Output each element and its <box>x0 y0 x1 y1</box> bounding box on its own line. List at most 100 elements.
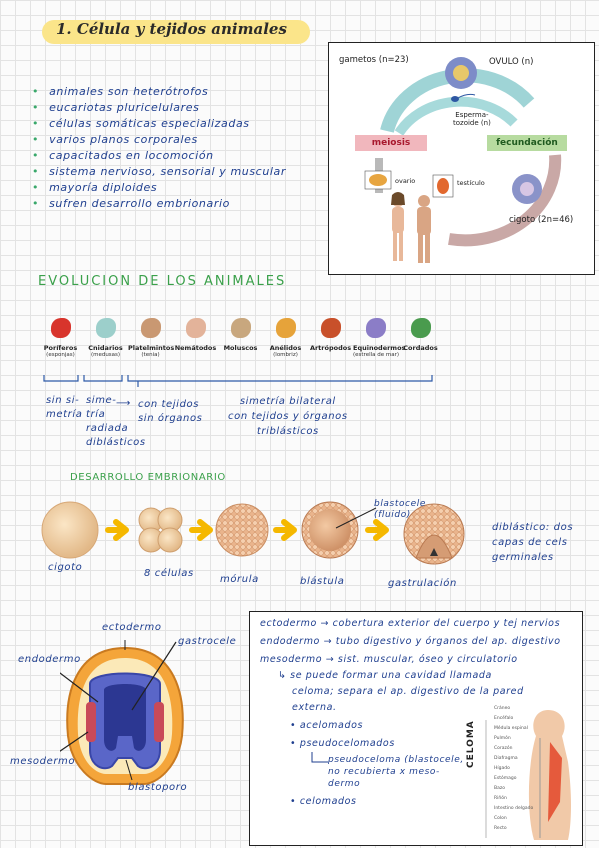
blastoporo-label: blastoporo <box>128 782 188 793</box>
gastrula-invagination <box>415 534 453 559</box>
gastrula-embryo <box>403 503 465 565</box>
torso-organ-label: Pulmón <box>494 736 511 741</box>
evolucion-heading: EVOLUCION DE LOS ANIMALES <box>38 274 287 289</box>
animal-name: Equinodermos <box>353 344 406 352</box>
animal-common-name: (tenia) <box>141 352 160 358</box>
life-cycle-graphic <box>364 57 562 263</box>
pseudo-connector <box>311 752 328 763</box>
animal-platelmintos: Platelmintos(tenia) <box>128 318 175 358</box>
cigoto-nucleus <box>520 182 534 196</box>
torso-organ-label: Encéfalo <box>494 716 514 721</box>
stage-label-8-celulas: 8 células <box>144 568 194 579</box>
arrow-2 <box>189 519 213 541</box>
gastrocele-label: gastrocele <box>178 636 237 647</box>
torso-organ-label: Hígado <box>494 766 510 771</box>
bracket-cnidaria <box>83 375 123 382</box>
note-cavidad-1: ↳ se puede formar una cavidad llamada <box>278 670 492 681</box>
animal-nematodos: Nemátodos <box>173 318 218 352</box>
note-cavidad-2: celoma; separa el ap. digestivo de la pa… <box>292 686 524 697</box>
con-tejidos-note: con tejidos sin órganos <box>138 399 203 424</box>
gastrocele-cavity <box>104 684 146 751</box>
diblastico-note: diblástico: dos capas de cels germinales <box>492 522 574 563</box>
ovario-label: ovario <box>395 177 416 185</box>
note-pseudoceloma-def: pseudoceloma (blastocele, no recubierta … <box>328 755 464 789</box>
title-highlight <box>42 20 310 44</box>
fecundacion-label: fecundación <box>487 135 567 151</box>
lower-arc <box>448 154 562 247</box>
torso-organ-label: Intestino delgado <box>494 806 534 811</box>
mesodermo-pointer <box>60 731 89 752</box>
animal-common-name: (medusas) <box>90 352 121 358</box>
life-cycle-diagram: gametos (n=23) OVULO (n) Esperma- tozoid… <box>328 42 595 275</box>
animal-name: Cnidarios <box>88 344 123 352</box>
celoma-vertical-label: CELOMA <box>466 720 476 768</box>
mesoderm-left <box>86 702 96 742</box>
testiculo-icon <box>437 178 449 194</box>
note-pseudocelomados: • pseudocelomados <box>290 738 395 749</box>
animal-anelidos: Anélidos(lombriz) <box>263 318 308 358</box>
animal-equinodermos: Equinodermos(estrella de mar) <box>353 318 406 358</box>
eight-cell-embryo <box>138 507 183 553</box>
sin-simetria-note: sin si- metría <box>46 395 83 420</box>
animal-icon <box>185 318 206 338</box>
ovulo-label: OVULO (n) <box>489 57 534 67</box>
ovario-icon <box>369 174 387 186</box>
inner-arc <box>394 96 518 136</box>
torso-organ-label: Corazón <box>494 746 513 751</box>
blastocele-cavity <box>309 509 351 551</box>
mesodermo-label: mesodermo <box>10 756 76 767</box>
animal-common-name: (lombriz) <box>273 352 298 358</box>
note-endodermo: endodermo → tubo digestivo y órganos del… <box>260 636 561 647</box>
stage-label-blastula: blástula <box>300 576 345 587</box>
bullet-item: eucariotas pluricelulares <box>32 100 286 116</box>
arrow-1 <box>105 519 129 541</box>
testiculo-label: testículo <box>457 179 485 187</box>
endodermo-pointer <box>60 672 99 703</box>
page-title: 1. Célula y tejidos animales <box>56 20 287 38</box>
animal-poriferos: Poríferos(esponjas) <box>38 318 83 358</box>
animal-cnidarios: Cnidarios(medusas) <box>83 318 128 358</box>
animal-common-name: (esponjas) <box>46 352 75 358</box>
animal-icon <box>320 318 341 338</box>
animal-name: Artrópodos <box>309 344 352 352</box>
germ-layers-notes-box: ectodermo → cobertura exterior del cuerp… <box>249 611 583 846</box>
bullet-item: varios planos corporales <box>32 132 286 148</box>
woman-hair <box>391 192 405 205</box>
characteristics-list: animales son heterótrofoseucariotas plur… <box>32 84 286 212</box>
endodermo-label: endodermo <box>18 654 81 665</box>
gastrula-blastopore-marker <box>430 548 438 556</box>
gametos-label: gametos (n=23) <box>339 55 409 65</box>
arrow-4 <box>365 519 389 541</box>
animal-name: Cordados <box>403 344 438 352</box>
animal-name: Platelmintos <box>128 344 175 352</box>
sperm-head <box>451 96 459 102</box>
bullet-item: sistema nervioso, sensorial y muscular <box>32 164 286 180</box>
animal-name: Moluscos <box>223 344 258 352</box>
sperm-tail <box>457 93 476 99</box>
torso-organ-label: Cráneo <box>494 706 511 711</box>
animal-icon <box>275 318 296 338</box>
animal-name: Poríferos <box>43 344 78 352</box>
animal-icon <box>95 318 116 338</box>
bullet-item: animales son heterótrofos <box>32 84 286 100</box>
arrow-to-tejidos: ⟶ <box>116 398 131 409</box>
animal-common-name: (estrella de mar) <box>353 352 400 358</box>
animal-phyla-row: Poríferos(esponjas)Cnidarios(medusas)Pla… <box>38 318 438 370</box>
simetria-bilateral-note: simetría bilateral con tejidos y órganos… <box>228 396 348 437</box>
stage-label-gastrulacion: gastrulación <box>388 578 457 589</box>
torso-organ-label: Bazo <box>494 786 505 791</box>
note-celomados: • celomados <box>290 796 357 807</box>
blastocele-label: blastocele (fluido) <box>374 499 426 520</box>
bullet-item: células somáticas especializadas <box>32 116 286 132</box>
note-mesodermo: mesodermo → sist. muscular, óseo y circu… <box>260 654 518 665</box>
cigoto-label: cigoto (2n=46) <box>509 215 574 225</box>
espermatozoide-label: Esperma- tozoide (n) <box>453 111 491 127</box>
torso-organs <box>548 742 562 822</box>
torso-organ-label: Colon <box>494 816 507 821</box>
bullet-item: mayoría diploides <box>32 180 286 196</box>
ovulo-nucleus <box>453 65 469 81</box>
simetria-radiada-note: sime- tría radiada diblásticos <box>86 395 146 448</box>
gastrocele-pointer <box>131 641 177 711</box>
animal-icon <box>365 318 386 338</box>
animal-icon <box>410 318 431 338</box>
